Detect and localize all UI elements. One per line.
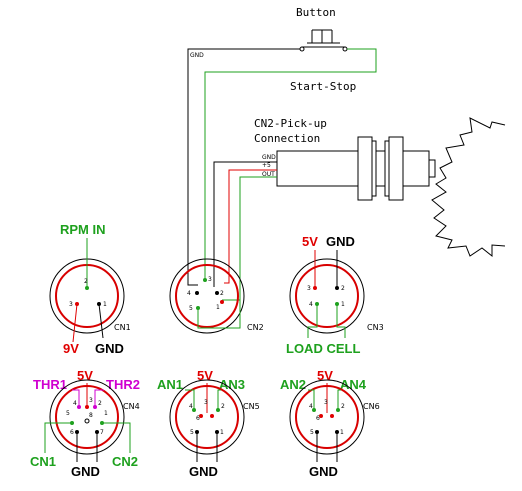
cn6-pin-4: 4	[309, 403, 313, 410]
cn4-thr1-label: THR1	[33, 377, 67, 392]
pickup-sensor: CN2-Pick-up Connection GND +5 OUT	[213, 117, 506, 301]
cn4-pin-3: 3	[89, 397, 93, 404]
cn6-pin-5: 5	[310, 429, 314, 436]
cn3-pin-3: 3	[307, 285, 311, 292]
cn6-an2-label: AN2	[280, 377, 306, 392]
cn6-5v-label: 5V	[317, 368, 333, 383]
cn3-pin-4: 4	[309, 301, 313, 308]
pickup-out-wire	[233, 176, 277, 301]
pickup-5v-label: +5	[262, 162, 271, 169]
cn2-pin-3: 3	[208, 276, 212, 283]
cn1-gnd-label: GND	[95, 341, 124, 356]
start-stop-button[interactable]: Button Start-Stop	[290, 6, 356, 93]
cn1-pin-1: 1	[103, 301, 107, 308]
cn3-pin-2: 2	[341, 285, 345, 292]
gear-teeth	[431, 117, 506, 258]
cn5-pin-5: 5	[190, 429, 194, 436]
cn4-pin-7: 7	[100, 429, 104, 436]
cn4-pin-6: 6	[70, 429, 74, 436]
cn1-9v-label: 9V	[63, 341, 79, 356]
cn3-name: CN3	[367, 323, 384, 332]
cn3-load-cell-label: LOAD CELL	[286, 341, 360, 356]
cn6-pin-1: 1	[340, 429, 344, 436]
pickup-gnd-label: GND	[262, 154, 276, 161]
cn1-pin-2: 2	[84, 278, 88, 285]
connector-cn2: 3 4 2 1 5 CN2	[169, 258, 264, 334]
pickup-gnd-wire	[213, 161, 277, 287]
cn4-pin-1: 1	[104, 410, 108, 417]
pickup-5v-wire	[224, 169, 277, 284]
cn4-pin-4: 4	[73, 400, 77, 407]
cn1-pin-3: 3	[69, 301, 73, 308]
button-signal-wire	[204, 48, 377, 278]
button-gnd-wire	[187, 48, 300, 286]
sensor-tip	[428, 159, 436, 178]
connector-cn4: 5V THR1 THR2 4 3 2 5 8 1 6 7 CN4 CN1 CN2…	[30, 368, 140, 479]
cn5-5v-label: 5V	[197, 368, 213, 383]
button-gnd-label: GND	[190, 52, 204, 59]
button-title: Button	[296, 6, 336, 19]
cn5-pin-2: 2	[221, 403, 225, 410]
sensor-nut-right	[388, 136, 404, 201]
cn5-pin-1: 1	[220, 429, 224, 436]
cn4-cn1-label: CN1	[30, 454, 56, 469]
cn4-name: CN4	[123, 402, 140, 411]
button-terminal-left	[299, 46, 305, 52]
cn5-an3-label: AN3	[219, 377, 245, 392]
cn2-pin-4: 4	[187, 290, 191, 297]
cn5-gnd-label: GND	[189, 464, 218, 479]
connector-cn1: RPM IN 2 3 1 CN1 9V GND	[49, 222, 131, 356]
cn6-gnd-label: GND	[309, 464, 338, 479]
button-label: Start-Stop	[290, 80, 356, 93]
cn5-pin-4: 4	[189, 403, 193, 410]
cn2-pin-2: 2	[220, 290, 224, 297]
button-terminal-right	[342, 46, 348, 52]
sensor-body	[276, 150, 430, 187]
cn5-name: CN5	[243, 402, 260, 411]
connector-cn5: 5V AN1 AN3 4 3 2 6 5 1 CN5 GND	[157, 368, 260, 479]
cn2-pin-5: 5	[189, 305, 193, 312]
cn4-pin-5: 5	[66, 410, 70, 417]
cn4-5v-label: 5V	[77, 368, 93, 383]
cn3-5v-label: 5V	[302, 234, 318, 249]
pickup-out-label: OUT	[262, 171, 275, 178]
cn4-pin-8: 8	[89, 412, 93, 419]
button-wires: GND	[187, 48, 377, 286]
cn4-cn2-label: CN2	[112, 454, 138, 469]
connector-cn3: 5V GND 3 2 4 1 CN3 LOAD CELL	[286, 234, 384, 356]
cn4-thr2-label: THR2	[106, 377, 140, 392]
connector-cn6: 5V AN2 AN4 4 3 2 6 5 1 CN6 GND	[280, 368, 380, 479]
cn1-name: CN1	[114, 323, 131, 332]
cn2-name: CN2	[247, 323, 264, 332]
cn5-pin-3: 3	[204, 399, 208, 406]
cn6-pin-3: 3	[324, 399, 328, 406]
cn1-rpm-label: RPM IN	[60, 222, 106, 237]
cn4-gnd-label: GND	[71, 464, 100, 479]
cn3-gnd-label: GND	[326, 234, 355, 249]
cn5-pin-6: 6	[196, 415, 200, 422]
cn6-pin-2: 2	[341, 403, 345, 410]
cn4-pin-2: 2	[98, 400, 102, 407]
pickup-title-1: CN2-Pick-up	[254, 117, 327, 130]
cn5-an1-label: AN1	[157, 377, 183, 392]
cn6-pin-6: 6	[316, 415, 320, 422]
pickup-title-2: Connection	[254, 132, 320, 145]
cn3-pin-1: 1	[341, 301, 345, 308]
cn2-pin-1: 1	[216, 304, 220, 311]
sensor-nut-left	[357, 136, 373, 201]
cn6-name: CN6	[363, 402, 380, 411]
cn6-an4-label: AN4	[340, 377, 367, 392]
